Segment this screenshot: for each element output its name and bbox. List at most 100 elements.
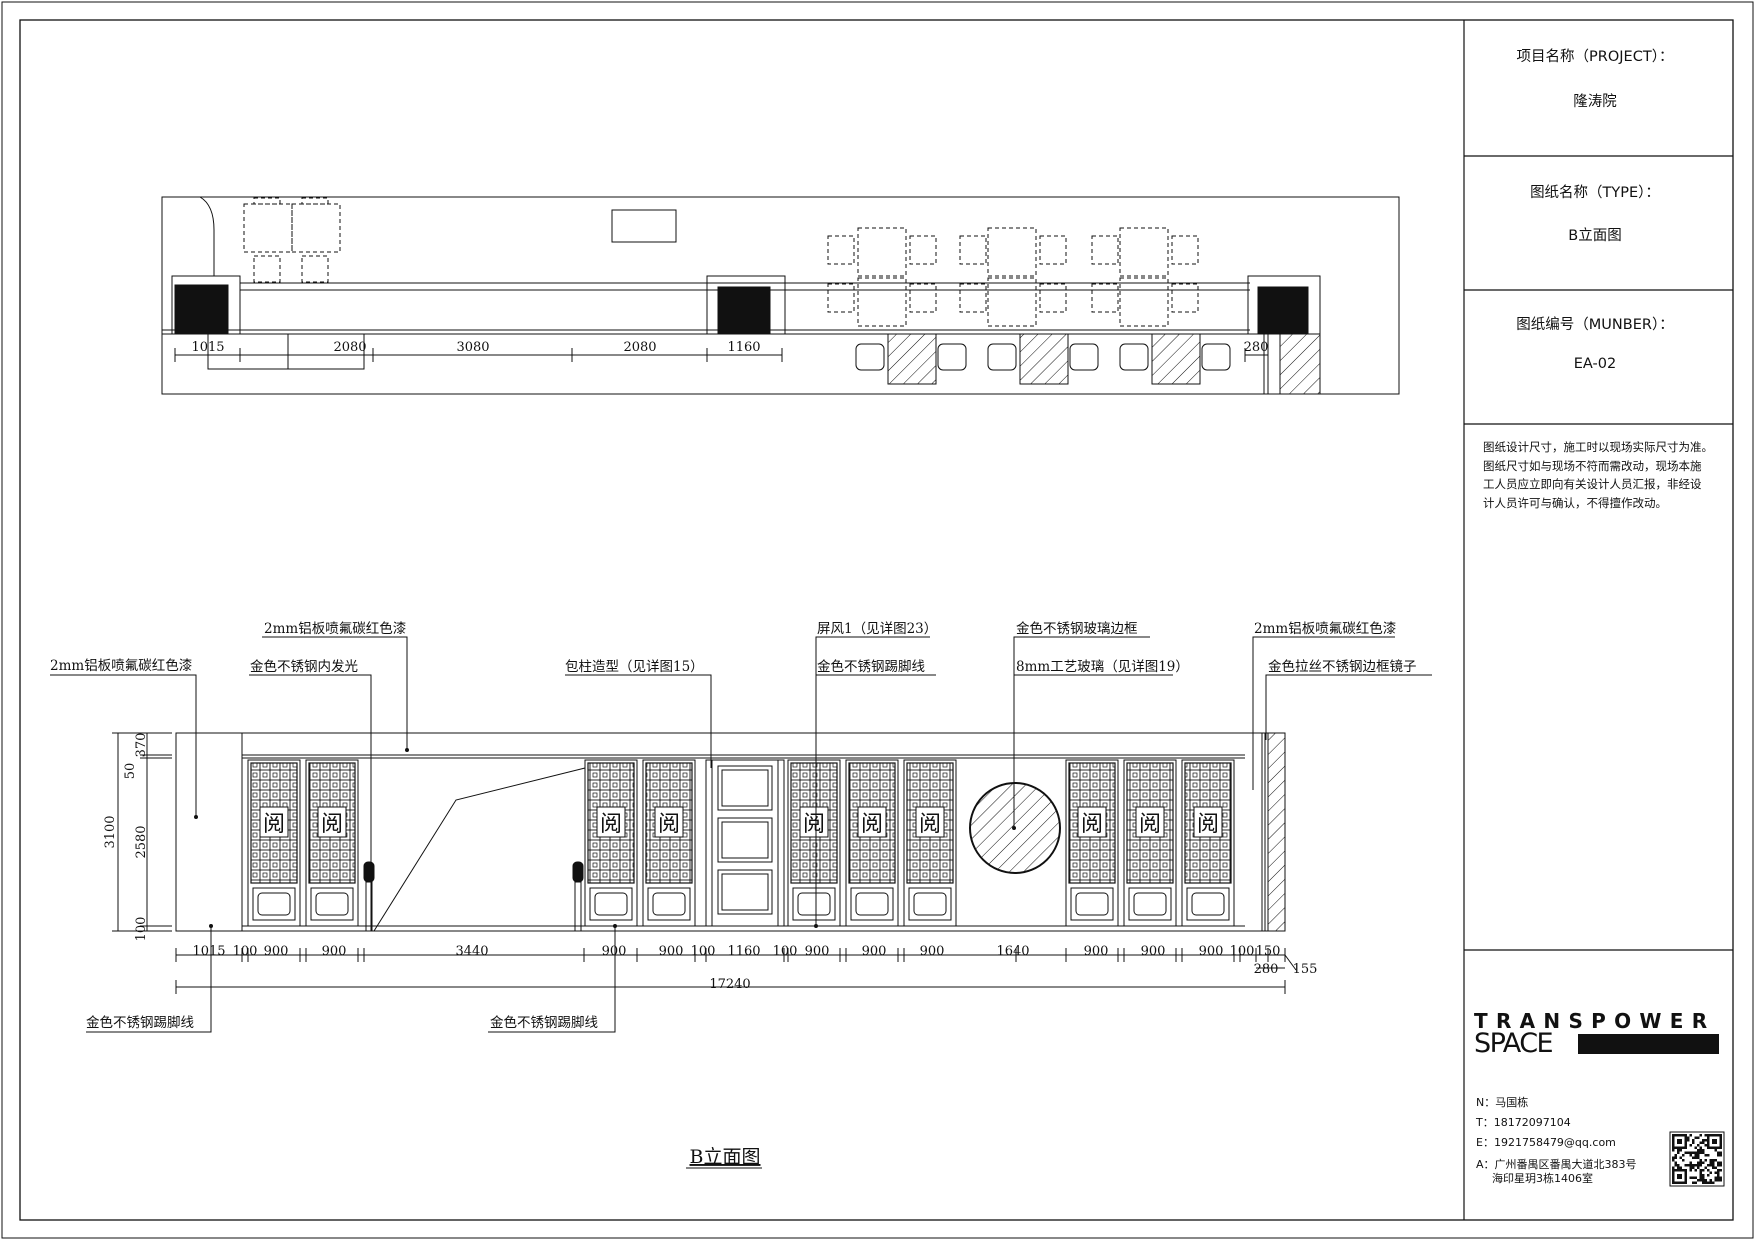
elevation-bottom-dim-texts: 1015 100 900 900 3440 900 900 100 1160 1… <box>192 944 1317 992</box>
drawing-notes: 图纸设计尺寸，施工时以现场实际尺寸为准。 图纸尺寸如与现场不符而需改动，现场本施… <box>1483 438 1721 512</box>
screen-panels: 阅阅阅阅阅阅阅阅阅阅 <box>247 759 1235 927</box>
dim-370: 370 <box>134 733 149 758</box>
plan-dim-280: 280 <box>1244 340 1269 355</box>
number-value: EA-02 <box>1573 356 1617 372</box>
screen-panel: 阅 <box>903 759 957 927</box>
bdim-9: 100 <box>773 944 798 959</box>
screen-panel: 阅 <box>305 759 359 927</box>
qr-code <box>1669 1131 1725 1187</box>
panel-glyph: 阅 <box>1081 812 1103 837</box>
panel-glyph: 阅 <box>803 812 825 837</box>
plan-column-3 <box>1247 275 1321 335</box>
dim-2580: 2580 <box>134 825 149 858</box>
project-value: 隆涛院 <box>1573 94 1617 110</box>
total-dim: 17240 <box>709 977 750 992</box>
plan-dim-2080a: 2080 <box>333 340 366 355</box>
type-value: B立面图 <box>1568 228 1622 244</box>
lantern-left <box>363 861 375 883</box>
number-label: 图纸编号（MUNBER）： <box>1516 317 1674 333</box>
plan-ceiling-panel <box>611 209 677 243</box>
plan-dim-1015: 1015 <box>191 340 224 355</box>
callout-inner-light: 金色不锈钢内发光 <box>250 658 358 675</box>
callout-aluminum-right: 2mm铝板喷氟碳红色漆 <box>1254 620 1396 637</box>
bdim-5: 900 <box>602 944 627 959</box>
panel-glyph: 阅 <box>321 812 343 837</box>
bdim-11: 900 <box>862 944 887 959</box>
contact-address-1: A：广州番禺区番禺大道北383号 <box>1476 1158 1637 1171</box>
plan-dim-3080: 3080 <box>456 340 489 355</box>
panel-glyph: 阅 <box>1139 812 1161 837</box>
plan-dashed-furniture <box>243 197 1199 327</box>
plan-dim-1160: 1160 <box>727 340 760 355</box>
bdim-1: 100 <box>233 944 258 959</box>
company-logo-line2: SPACE <box>1474 1028 1554 1059</box>
bdim-0: 1015 <box>192 944 225 959</box>
note-line: 工人员应立即向有关设计人员汇报，非经设 <box>1483 477 1702 491</box>
contact-address-2: 海印星玥3栋1406室 <box>1492 1172 1593 1185</box>
bdim-17: 100 <box>1230 944 1255 959</box>
callout-art-glass: 8mm工艺玻璃（见详图19） <box>1016 658 1189 675</box>
elevation-diagonal <box>373 767 586 932</box>
plan-column-2 <box>706 275 786 335</box>
dim-50: 50 <box>123 763 138 780</box>
bdim-14: 900 <box>1084 944 1109 959</box>
callout-texts: 2mm铝板喷氟碳红色漆 2mm铝板喷氟碳红色漆 金色不锈钢内发光 包柱造型（见详… <box>50 620 1417 1031</box>
screen-panel: 阅 <box>1065 759 1119 927</box>
screen-panel: 阅 <box>787 759 841 927</box>
plan-dimension-texts: 1015 2080 3080 2080 1160 280 <box>191 340 1268 355</box>
screen-panel: 阅 <box>247 759 301 927</box>
bdim-10: 900 <box>805 944 830 959</box>
elevation-left-dim-texts: 370 50 2580 100 3100 <box>103 733 149 942</box>
plan-dim-2080b: 2080 <box>623 340 656 355</box>
callout-mirror: 金色拉丝不锈钢边框镜子 <box>1268 658 1417 675</box>
elevation-caption: B立面图 <box>690 1146 761 1168</box>
bdim-3: 900 <box>322 944 347 959</box>
door-swing <box>199 196 215 276</box>
screen-panel: 阅 <box>1123 759 1177 927</box>
bdim-155: 155 <box>1293 962 1318 977</box>
panel-glyph: 阅 <box>658 812 680 837</box>
callout-skirting-left: 金色不锈钢踢脚线 <box>86 1014 194 1031</box>
bdim-7: 100 <box>691 944 716 959</box>
dim-100: 100 <box>134 917 149 942</box>
elevation-column-wrap <box>705 759 785 927</box>
screen-panel: 阅 <box>584 759 638 927</box>
plan-view <box>161 196 1400 395</box>
contact-email: E：1921758479@qq.com <box>1476 1136 1616 1149</box>
callout-glass-frame: 金色不锈钢玻璃边框 <box>1016 620 1138 637</box>
callout-leaders <box>50 636 1432 1033</box>
bdim-18: 150 <box>1256 944 1281 959</box>
bdim-15: 900 <box>1141 944 1166 959</box>
plan-outline <box>161 196 1400 395</box>
screen-panel: 阅 <box>1181 759 1235 927</box>
plan-seating-row <box>855 333 1231 385</box>
callout-screen: 屏风1（见详图23） <box>817 621 937 637</box>
panel-glyph: 阅 <box>919 812 941 837</box>
contact-phone: T：18172097104 <box>1476 1116 1571 1129</box>
callout-column-wrap: 包柱造型（见详图15） <box>565 659 704 675</box>
callout-skirting-mid: 金色不锈钢踢脚线 <box>490 1014 598 1031</box>
elevation-bottom-dimline <box>175 954 1297 994</box>
company-logo-line1: TRANSPOWER <box>1474 1009 1716 1033</box>
callout-aluminum-left: 2mm铝板喷氟碳红色漆 <box>50 657 192 674</box>
elevation-left-dims <box>112 732 172 932</box>
note-line: 图纸尺寸如与现场不符而需改动，现场本施 <box>1483 458 1702 473</box>
elevation-bottom-ticks <box>175 948 1286 962</box>
screen-panel: 阅 <box>845 759 899 927</box>
bdim-2: 900 <box>264 944 289 959</box>
logo-bar <box>1578 1034 1719 1054</box>
bdim-6: 900 <box>659 944 684 959</box>
inner-border <box>19 19 1734 1221</box>
screen-panel: 阅 <box>642 759 696 927</box>
panel-glyph: 阅 <box>263 812 285 837</box>
note-line: 计人员许可与确认，不得擅作改动。 <box>1483 495 1667 510</box>
note-line: 图纸设计尺寸，施工时以现场实际尺寸为准。 <box>1483 440 1713 454</box>
bdim-13: 1640 <box>996 944 1029 959</box>
title-block-frame <box>1463 20 1733 1220</box>
type-label: 图纸名称（TYPE）： <box>1530 185 1660 201</box>
panel-glyph: 阅 <box>600 812 622 837</box>
plan-column-1 <box>171 275 241 335</box>
panel-glyph: 阅 <box>861 812 883 837</box>
